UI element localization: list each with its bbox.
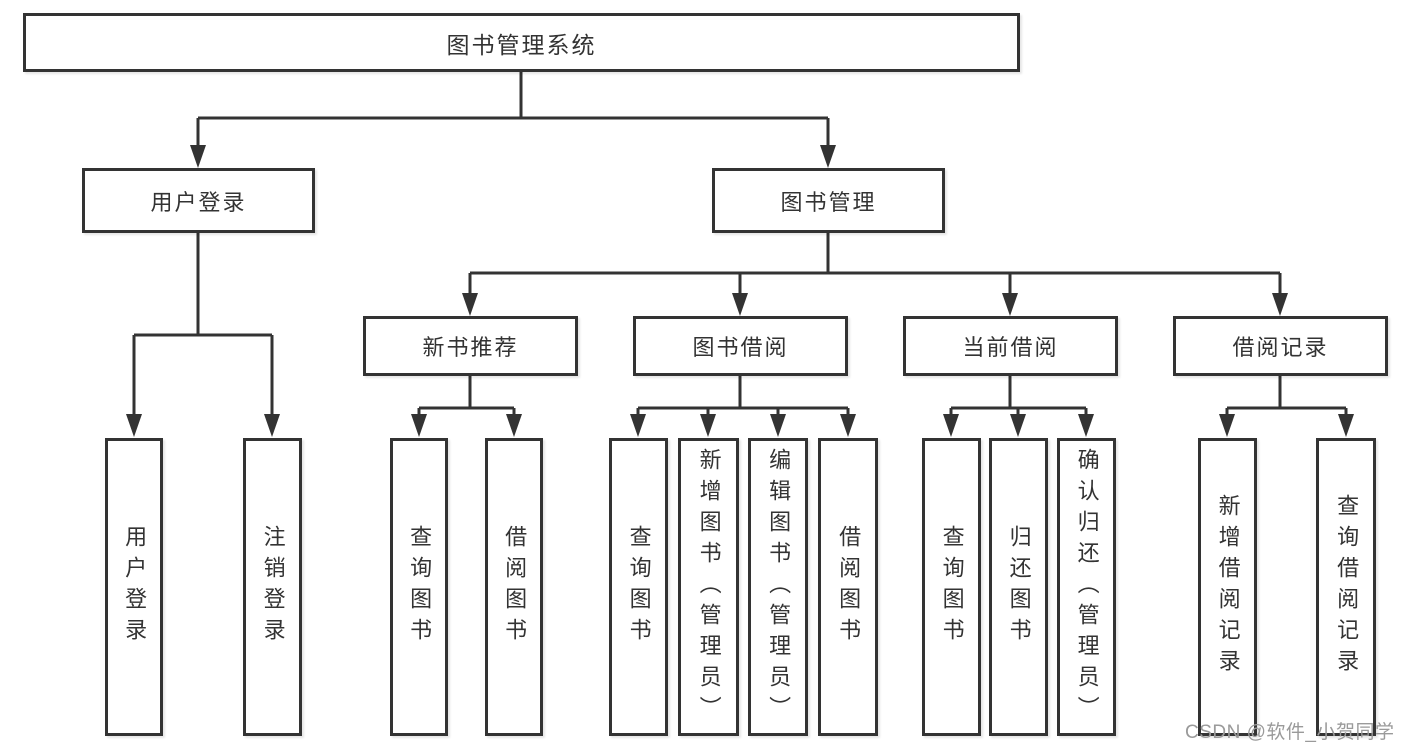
node-borrowing-records: 借阅记录 [1173, 316, 1388, 376]
leaf-query-books-current-label: 查询图书 [939, 525, 965, 649]
leaf-logout: 注销登录 [243, 438, 302, 736]
node-borrowing-records-label: 借阅记录 [1232, 335, 1329, 360]
leaf-add-book-admin-label: 新增图书（管理员） [696, 447, 722, 727]
leaf-edit-book-admin: 编辑图书（管理员） [748, 438, 808, 736]
leaf-add-borrow-record-label: 新增借阅记录 [1215, 494, 1241, 680]
node-new-book-recommend-label: 新书推荐 [422, 335, 519, 360]
leaf-user-login: 用户登录 [105, 438, 163, 736]
leaf-return-book: 归还图书 [989, 438, 1048, 736]
leaf-logout-label: 注销登录 [260, 525, 286, 649]
leaf-user-login-label: 用户登录 [122, 525, 148, 649]
node-book-borrowing-label: 图书借阅 [692, 335, 789, 360]
node-book-management-label: 图书管理 [780, 189, 877, 215]
node-library-system-label: 图书管理系统 [446, 31, 597, 58]
node-current-borrowing-label: 当前借阅 [962, 335, 1059, 360]
node-library-system: 图书管理系统 [23, 13, 1020, 72]
leaf-query-borrow-record: 查询借阅记录 [1316, 438, 1376, 736]
leaf-return-book-label: 归还图书 [1006, 525, 1032, 649]
leaf-query-books-borrow-label: 查询图书 [626, 525, 652, 649]
leaf-edit-book-admin-label: 编辑图书（管理员） [766, 447, 792, 727]
node-current-borrowing: 当前借阅 [903, 316, 1118, 376]
leaf-query-books-current: 查询图书 [922, 438, 981, 736]
leaf-add-borrow-record: 新增借阅记录 [1198, 438, 1257, 736]
csdn-watermark: CSDN @软件_小贺同学 [1185, 722, 1395, 743]
leaf-borrow-books: 借阅图书 [818, 438, 878, 736]
leaf-query-books-recommend-label: 查询图书 [407, 525, 433, 649]
leaf-confirm-return-admin-label: 确认归还（管理员） [1074, 447, 1100, 727]
node-user-login-label: 用户登录 [150, 189, 247, 215]
node-book-management: 图书管理 [712, 168, 945, 233]
node-book-borrowing: 图书借阅 [633, 316, 848, 376]
leaf-borrow-books-label: 借阅图书 [836, 525, 862, 649]
leaf-borrow-books-recommend: 借阅图书 [485, 438, 543, 736]
leaf-confirm-return-admin: 确认归还（管理员） [1057, 438, 1116, 736]
leaf-query-books-recommend: 查询图书 [390, 438, 448, 736]
leaf-query-books-borrow: 查询图书 [609, 438, 668, 736]
node-user-login: 用户登录 [82, 168, 315, 233]
leaf-borrow-books-recommend-label: 借阅图书 [502, 525, 528, 649]
node-new-book-recommend: 新书推荐 [363, 316, 578, 376]
leaf-query-borrow-record-label: 查询借阅记录 [1334, 494, 1360, 680]
leaf-add-book-admin: 新增图书（管理员） [678, 438, 739, 736]
